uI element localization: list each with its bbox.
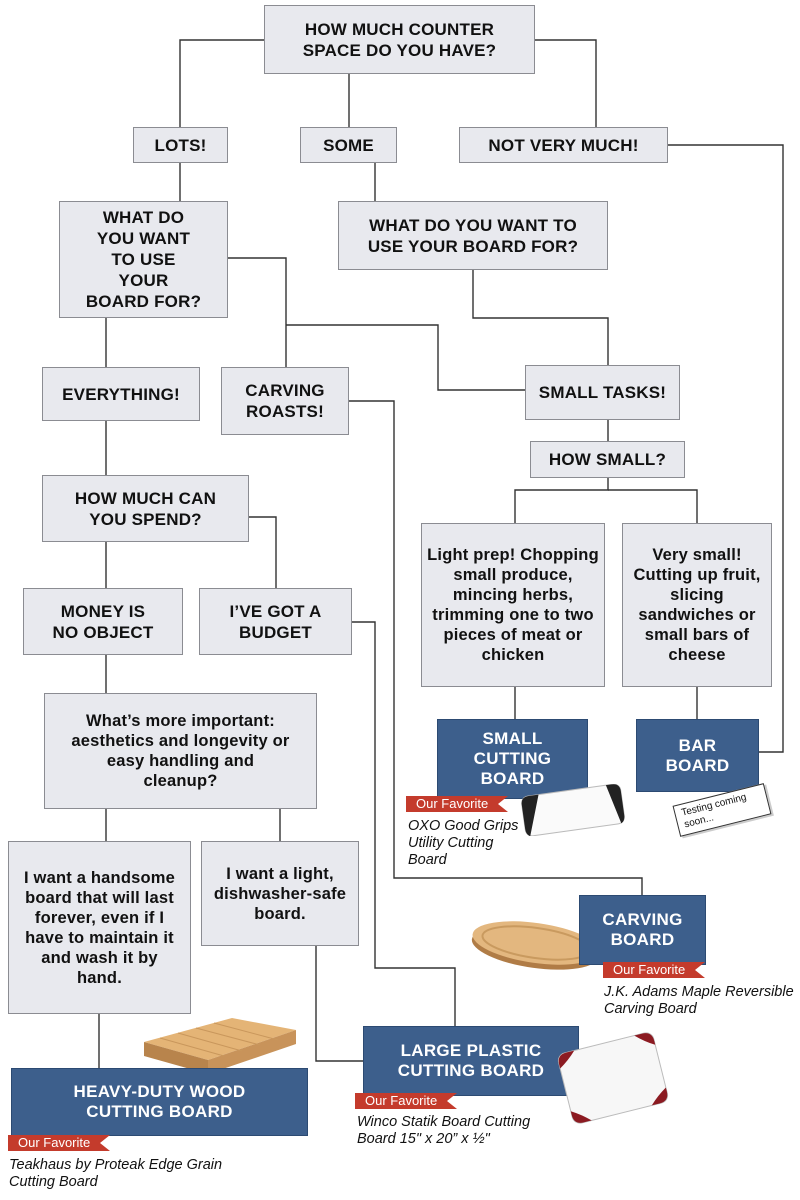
answer-carving-roasts-text: CARVING ROASTS! xyxy=(245,381,325,421)
answer-budget: I’VE GOT A BUDGET xyxy=(199,588,352,655)
result-carving-board: CARVING BOARD xyxy=(579,895,706,965)
answer-money-no-object-text: MONEY IS NO OBJECT xyxy=(52,601,154,642)
question-use-some: WHAT DO YOU WANT TO USE YOUR BOARD FOR? xyxy=(338,201,608,270)
large-plastic-pick: Winco Statik Board Cutting Board 15" x 2… xyxy=(357,1114,562,1148)
answer-everything-text: EVERYTHING! xyxy=(62,384,180,404)
heavy-wood-pick: Teakhaus by Proteak Edge Grain Cutting B… xyxy=(9,1157,269,1191)
answer-very-small-text: Very small! Cutting up fruit, slicing sa… xyxy=(633,546,761,664)
result-bar-board: BAR BOARD xyxy=(636,719,759,792)
question-how-much-spend-text: HOW MUCH CAN YOU SPEND? xyxy=(74,488,217,529)
answer-handsome-board-text: I want a handsome board that will last f… xyxy=(23,868,175,987)
answer-small-tasks: SMALL TASKS! xyxy=(525,365,680,420)
answer-not-very-much-text: NOT VERY MUCH! xyxy=(488,135,639,155)
result-heavy-duty-wood-board-title: HEAVY-DUTY WOOD CUTTING BOARD xyxy=(73,1082,246,1121)
result-heavy-duty-wood-board: HEAVY-DUTY WOOD CUTTING BOARD xyxy=(11,1068,308,1136)
small-board-favorite-tag: Our Favorite xyxy=(406,796,508,812)
carving-board-image xyxy=(471,921,600,970)
question-how-small: HOW SMALL? xyxy=(530,441,685,478)
answer-very-small: Very small! Cutting up fruit, slicing sa… xyxy=(622,523,772,687)
question-counter-space-text: HOW MUCH COUNTER SPACE DO YOU HAVE? xyxy=(302,19,497,60)
question-use-some-text: WHAT DO YOU WANT TO USE YOUR BOARD FOR? xyxy=(367,215,579,256)
wood-board-image xyxy=(144,1018,296,1074)
question-counter-space: HOW MUCH COUNTER SPACE DO YOU HAVE? xyxy=(264,5,535,74)
answer-money-no-object: MONEY IS NO OBJECT xyxy=(23,588,183,655)
result-large-plastic-board: LARGE PLASTIC CUTTING BOARD xyxy=(363,1026,579,1096)
question-how-small-text: HOW SMALL? xyxy=(548,450,667,469)
answer-light-prep-text: Light prep! Chopping small produce, minc… xyxy=(427,546,599,664)
carving-board-favorite-tag: Our Favorite xyxy=(603,962,705,978)
small-board-pick-text: OXO Good Grips Utility Cutting Board xyxy=(408,818,519,868)
answer-lots: LOTS! xyxy=(133,127,228,163)
heavy-wood-favorite-tag: Our Favorite xyxy=(8,1135,110,1151)
result-small-cutting-board-title: SMALL CUTTING BOARD xyxy=(473,729,552,788)
result-large-plastic-board-title: LARGE PLASTIC CUTTING BOARD xyxy=(397,1041,545,1080)
answer-lots-text: LOTS! xyxy=(154,135,207,155)
large-plastic-pick-text: Winco Statik Board Cutting Board 15" x 2… xyxy=(357,1114,531,1147)
heavy-wood-pick-text: Teakhaus by Proteak Edge Grain Cutting B… xyxy=(9,1157,223,1190)
plastic-board-image xyxy=(521,784,625,836)
result-small-cutting-board: SMALL CUTTING BOARD xyxy=(437,719,588,799)
result-carving-board-title: CARVING BOARD xyxy=(602,910,683,949)
answer-light-board: I want a light, dishwasher-safe board. xyxy=(201,841,359,946)
question-use-lots-text: WHAT DO YOU WANT TO USE YOUR BOARD FOR? xyxy=(85,208,202,311)
answer-light-board-text: I want a light, dishwasher-safe board. xyxy=(213,864,347,923)
answer-light-prep: Light prep! Chopping small produce, minc… xyxy=(421,523,605,687)
carving-board-pick-text: J.K. Adams Maple Reversible Carving Boar… xyxy=(604,984,794,1017)
result-bar-board-title: BAR BOARD xyxy=(665,735,730,775)
answer-some: SOME xyxy=(300,127,397,163)
carving-board-pick: J.K. Adams Maple Reversible Carving Boar… xyxy=(604,984,798,1018)
question-how-much-spend: HOW MUCH CAN YOU SPEND? xyxy=(42,475,249,542)
answer-everything: EVERYTHING! xyxy=(42,367,200,421)
answer-some-text: SOME xyxy=(323,135,374,155)
small-board-pick: OXO Good Grips Utility Cutting Board xyxy=(408,818,523,869)
answer-carving-roasts: CARVING ROASTS! xyxy=(221,367,349,435)
answer-small-tasks-text: SMALL TASKS! xyxy=(538,383,667,402)
answer-budget-text: I’VE GOT A BUDGET xyxy=(229,601,322,642)
question-use-lots: WHAT DO YOU WANT TO USE YOUR BOARD FOR? xyxy=(59,201,228,318)
answer-handsome-board: I want a handsome board that will last f… xyxy=(8,841,191,1014)
answer-not-very-much: NOT VERY MUCH! xyxy=(459,127,668,163)
large-plastic-favorite-tag: Our Favorite xyxy=(355,1093,457,1109)
white-plastic-board-image xyxy=(557,1032,669,1124)
question-whats-important: What’s more important: aesthetics and lo… xyxy=(44,693,317,809)
question-whats-important-text: What’s more important: aesthetics and lo… xyxy=(71,712,290,790)
